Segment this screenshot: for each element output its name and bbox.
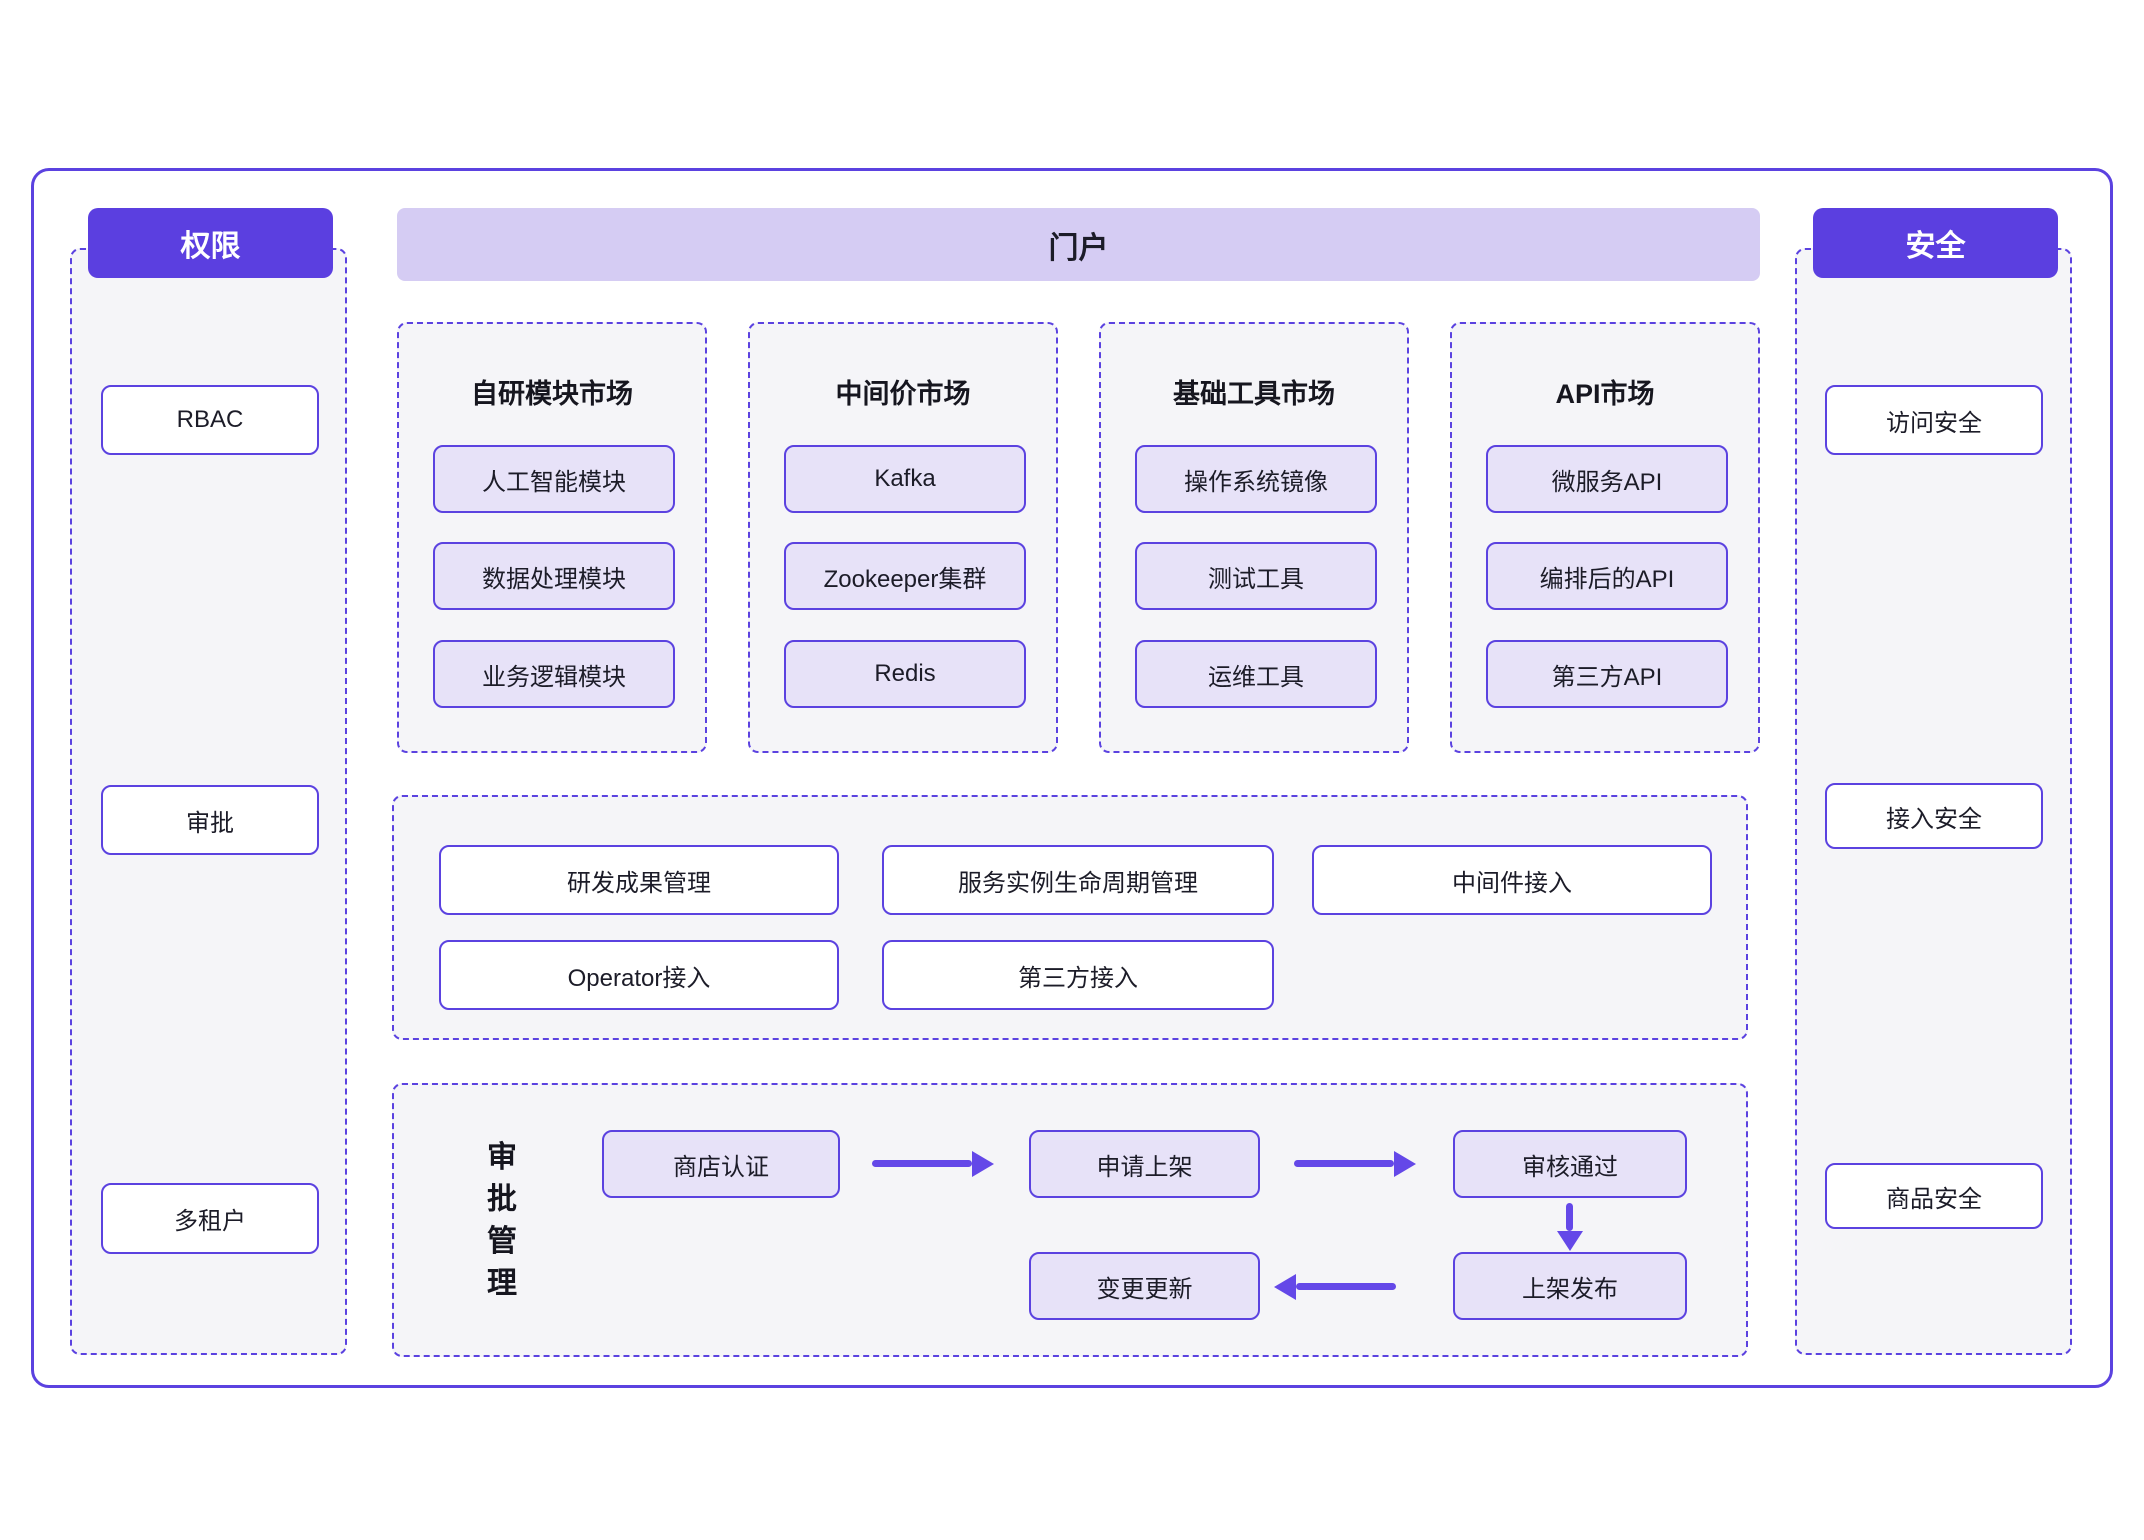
- market-item: 编排后的API: [1486, 542, 1728, 610]
- market-item: Zookeeper集群: [784, 542, 1026, 610]
- change-update-box: 变更更新: [1029, 1252, 1260, 1320]
- market-column-basic-tools: 基础工具市场 操作系统镜像 测试工具 运维工具: [1099, 322, 1409, 753]
- market-item: 第三方API: [1486, 640, 1728, 708]
- market-item: 业务逻辑模块: [433, 640, 675, 708]
- market-item: 微服务API: [1486, 445, 1728, 513]
- market-item: Redis: [784, 640, 1026, 708]
- review-passed-box: 审核通过: [1453, 1130, 1687, 1198]
- rd-results-box: 研发成果管理: [439, 845, 839, 915]
- permission-header: 权限: [88, 208, 333, 278]
- arrow-certification-to-apply: [872, 1160, 972, 1167]
- market-item: 人工智能模块: [433, 445, 675, 513]
- service-lifecycle-box: 服务实例生命周期管理: [882, 845, 1274, 915]
- rbac-box: RBAC: [101, 385, 319, 455]
- market-item: 数据处理模块: [433, 542, 675, 610]
- market-item: Kafka: [784, 445, 1026, 513]
- apply-listing-box: 申请上架: [1029, 1130, 1260, 1198]
- arrow-review-to-publish: [1566, 1203, 1573, 1231]
- publish-box: 上架发布: [1453, 1252, 1687, 1320]
- market-column-self-dev: 自研模块市场 人工智能模块 数据处理模块 业务逻辑模块: [397, 322, 707, 753]
- market-title: 中间价市场: [835, 379, 971, 409]
- management-section: 研发成果管理 服务实例生命周期管理 中间件接入 Operator接入 第三方接入: [392, 795, 1748, 1040]
- approval-box: 审批: [101, 785, 319, 855]
- third-party-access-box: 第三方接入: [882, 940, 1274, 1010]
- market-column-middleware: 中间价市场 Kafka Zookeeper集群 Redis: [748, 322, 1058, 753]
- product-security-box: 商品安全: [1825, 1163, 2043, 1229]
- market-item: 测试工具: [1135, 542, 1377, 610]
- multi-tenant-box: 多租户: [101, 1183, 319, 1254]
- market-column-api: API市场 微服务API 编排后的API 第三方API: [1450, 322, 1760, 753]
- market-title: 自研模块市场: [471, 379, 633, 409]
- arrow-apply-to-review: [1294, 1160, 1394, 1167]
- market-item: 操作系统镜像: [1135, 445, 1377, 513]
- market-item: 运维工具: [1135, 640, 1377, 708]
- operator-access-box: Operator接入: [439, 940, 839, 1010]
- approval-flow-section: 审批管理 商店认证 申请上架 审核通过 上架发布 变更更新: [392, 1083, 1748, 1357]
- middleware-access-box: 中间件接入: [1312, 845, 1712, 915]
- arrow-publish-to-change: [1296, 1283, 1396, 1290]
- security-header: 安全: [1813, 208, 2058, 278]
- market-title: API市场: [1555, 379, 1655, 409]
- market-title: 基础工具市场: [1173, 379, 1335, 409]
- integration-security-box: 接入安全: [1825, 783, 2043, 849]
- access-security-box: 访问安全: [1825, 385, 2043, 455]
- store-certification-box: 商店认证: [602, 1130, 840, 1198]
- portal-banner: 门户: [397, 208, 1760, 281]
- approval-management-label: 审批管理: [487, 1141, 517, 1300]
